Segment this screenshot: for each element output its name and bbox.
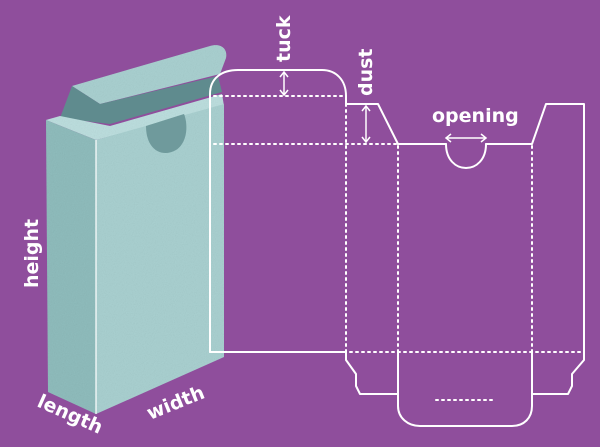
- box-front-face: [96, 104, 224, 414]
- box-3d: [46, 45, 227, 414]
- label-tuck: tuck: [273, 15, 295, 62]
- box-top-interior: [60, 76, 222, 124]
- tuck-arrow: [279, 70, 289, 97]
- label-height: height: [21, 219, 43, 288]
- dieline: [209, 69, 585, 427]
- box-side-length: [46, 120, 96, 414]
- dieline-bottom-left: [209, 351, 399, 395]
- dieline-top-right-2: [485, 103, 585, 353]
- label-opening: opening: [432, 105, 519, 127]
- dieline-dust-flap-left: [345, 95, 399, 145]
- box-top-rim: [46, 94, 224, 140]
- box-tuck-flap: [72, 45, 227, 104]
- dieline-tuck-flap: [209, 69, 347, 97]
- dieline-bottom-right: [531, 351, 585, 395]
- dieline-opening: [445, 143, 487, 169]
- box-thumb-notch: [146, 114, 187, 153]
- opening-arrow: [444, 133, 488, 143]
- label-dust: dust: [355, 48, 377, 96]
- dieline-bottom-flap: [397, 351, 533, 427]
- dust-arrow: [361, 104, 371, 144]
